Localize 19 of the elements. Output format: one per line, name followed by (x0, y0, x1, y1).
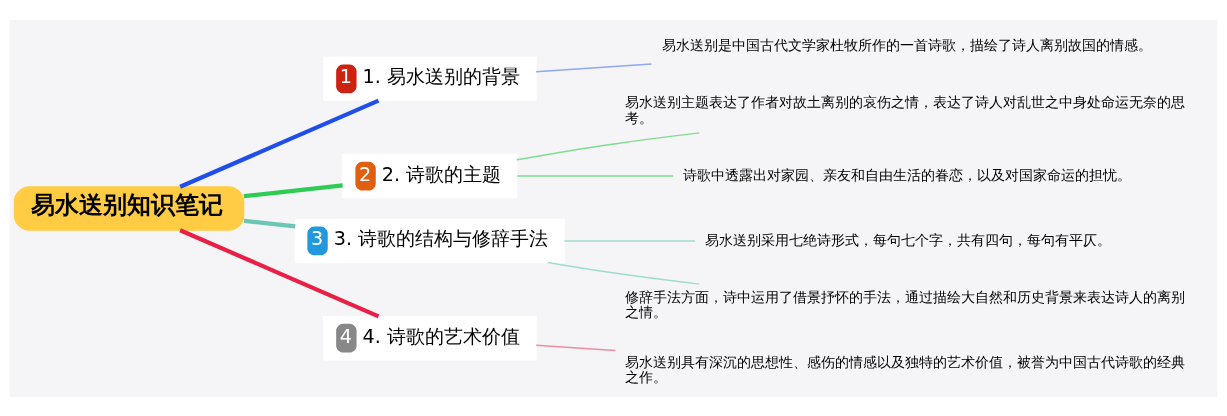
node-box: 3 3. 诗歌的结构与修辞手法 (294, 218, 565, 263)
connector (243, 182, 343, 198)
connector (535, 344, 617, 351)
node-text: 修辞手法方面，诗中运用了借景抒怀的手法，通过描绘大自然和历史背景来表达诗人的离别之情。 (625, 288, 1186, 320)
node-text: 易水送别具有深沉的思想性、感伤的情感以及独特的艺术价值，被誉为中国古代诗歌的经典之作。 (625, 353, 1186, 385)
connector (547, 261, 701, 285)
node-text: 诗歌中透露出对家园、亲友和自由生活的眷恋，以及对国家命运的担忧。 (683, 166, 1132, 183)
node-box: 2 2. 诗歌的主题 (342, 153, 518, 198)
node-box: 1 1. 易水送别的背景 (322, 56, 537, 101)
connector (535, 62, 653, 72)
connector (516, 131, 701, 161)
connector (243, 218, 296, 228)
connector (563, 239, 696, 242)
node-text: 易水送别采用七绝诗形式，每句七个字，共有四句，每句有平仄。 (704, 231, 1111, 248)
node-box: 4 4. 诗歌的艺术价值 (322, 315, 537, 360)
node-text: 易水送别是中国古代文学家杜牧所作的一首诗歌，描绘了诗人离别故国的情感。 (661, 36, 1152, 53)
connector (516, 174, 674, 177)
node-box: 易水送别知识笔记 (13, 185, 245, 231)
node-text: 易水送别主题表达了作者对故土离别的哀伤之情，表达了诗人对乱世之中身处命运无奈的思考。 (625, 93, 1186, 126)
